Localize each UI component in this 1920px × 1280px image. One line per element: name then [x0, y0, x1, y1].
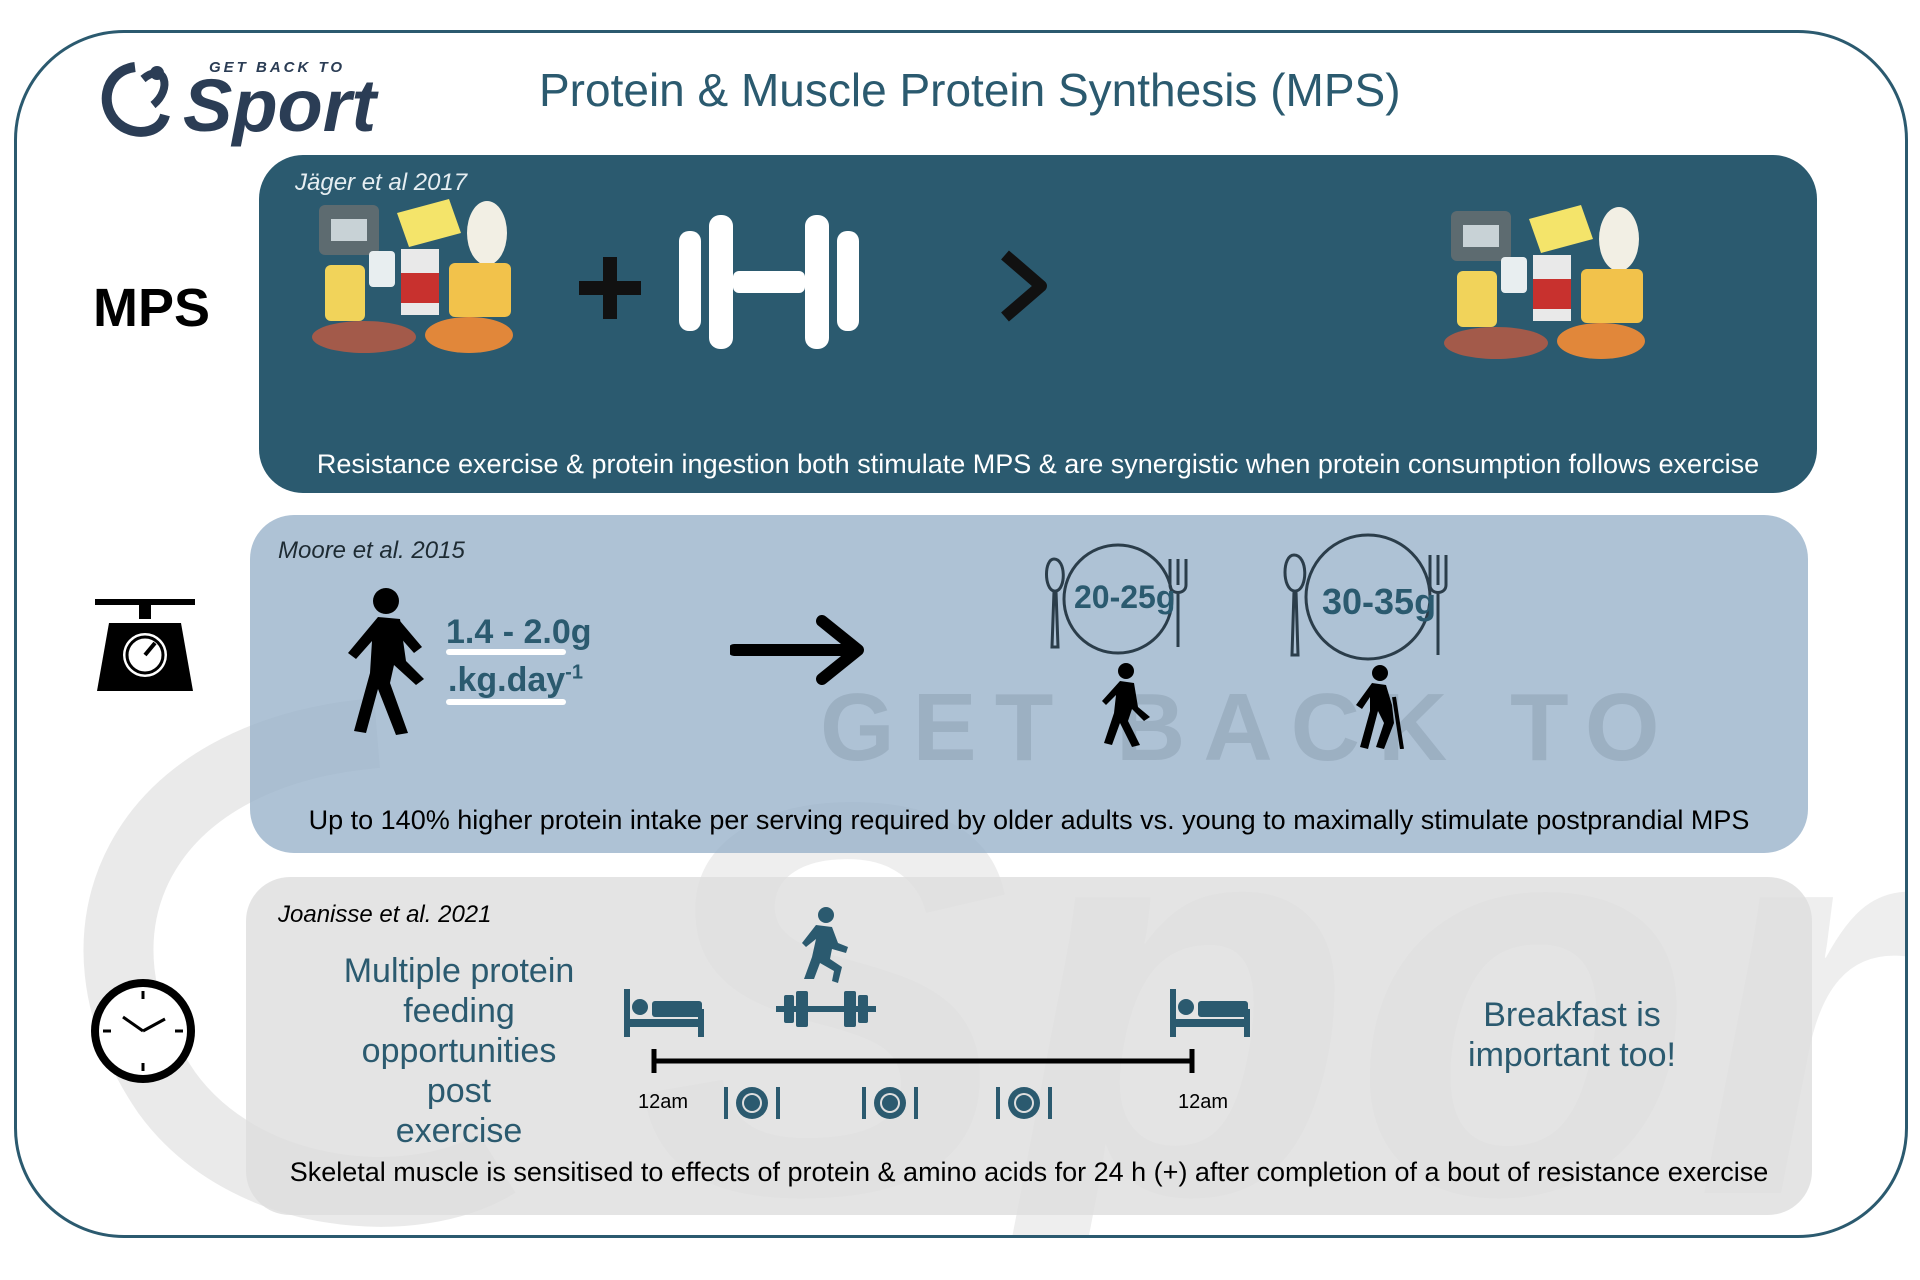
barbell-icon	[776, 991, 876, 1027]
older-serving: 30-35g	[1322, 581, 1437, 622]
citation-moore: Moore et al. 2015	[278, 537, 465, 564]
citation-joanisse: Joanisse et al. 2021	[278, 901, 492, 928]
intake-exponent: -1	[565, 661, 583, 684]
timeline-axis	[651, 1049, 1195, 1073]
meal-icon	[996, 1087, 1052, 1119]
intake-underline	[446, 649, 566, 655]
clock-icon	[91, 979, 195, 1083]
logo: GET BACK TO Sport	[95, 49, 405, 154]
bed-icon	[624, 989, 704, 1037]
multiple-feeding-line-3: opportunities post	[361, 1032, 557, 1110]
breakfast-line-2: important too!	[1468, 1036, 1676, 1074]
plus-icon	[579, 257, 641, 319]
food-group-icon	[312, 199, 513, 353]
page-title: Protein & Muscle Protein Synthesis (MPS)	[539, 64, 1401, 116]
greater-than-icon	[1001, 250, 1047, 322]
breakfast-line-1: Breakfast is	[1483, 996, 1661, 1034]
mps-panel: Jäger et al 2017 +	[259, 155, 1817, 493]
breakfast-text: Breakfast is important too!	[1452, 995, 1692, 1075]
watermark-text: GET BACK TO	[820, 674, 1678, 781]
mps-label: MPS	[93, 278, 211, 338]
intake-range: 1.4 - 2.0g	[446, 613, 592, 651]
mps-caption: Resistance exercise & protein ingestion …	[316, 449, 1760, 479]
multiple-feeding-line-2: feeding	[403, 992, 515, 1030]
older-adults-caption: Up to 140% higher protein intake per ser…	[308, 805, 1750, 835]
timing-caption: Skeletal muscle is sensitised to effects…	[289, 1157, 1769, 1187]
walking-person-icon	[1102, 663, 1150, 747]
intake-unit-text: .kg.day	[448, 661, 566, 699]
arrow-right-icon	[730, 615, 864, 685]
runner-icon	[802, 907, 848, 983]
food-group-icon	[1444, 205, 1645, 359]
meal-icon	[862, 1087, 918, 1119]
time-end-label: 12am	[1178, 1091, 1229, 1113]
infographic-frame: Sport GET BACK TO Sport Protein & Muscle…	[14, 30, 1908, 1238]
meal-icon	[724, 1087, 780, 1119]
logo-wordmark: Sport	[183, 64, 377, 147]
dumbbell-icon	[679, 215, 859, 349]
multiple-feeding-line-1: Multiple protein	[343, 952, 575, 990]
intake-underline-2	[446, 699, 566, 705]
plate-cutlery-icon	[1283, 533, 1448, 661]
multiple-feeding-text: Multiple protein feeding opportunities p…	[334, 951, 584, 1151]
walking-person-icon	[348, 588, 424, 735]
young-serving: 20-25g	[1074, 579, 1176, 615]
citation-jager: Jäger et al 2017	[295, 169, 468, 196]
elderly-walker-icon	[1356, 665, 1404, 749]
logo-tagline: GET BACK TO	[209, 59, 346, 76]
multiple-feeding-line-4: exercise	[395, 1112, 523, 1150]
intake-unit: .kg.day-1	[448, 661, 583, 700]
bed-icon	[1170, 989, 1250, 1037]
time-start-label: 12am	[638, 1091, 689, 1113]
logo-swoosh-icon	[101, 62, 170, 137]
plate-cutlery-icon	[1045, 543, 1188, 655]
older-adults-panel: Moore et al. 2015 GET BACK TO 1.4 - 2.0g…	[250, 515, 1808, 853]
timing-panel: Joanisse et al. 2021 Multiple protein fe…	[246, 877, 1812, 1215]
scale-icon	[95, 599, 195, 691]
